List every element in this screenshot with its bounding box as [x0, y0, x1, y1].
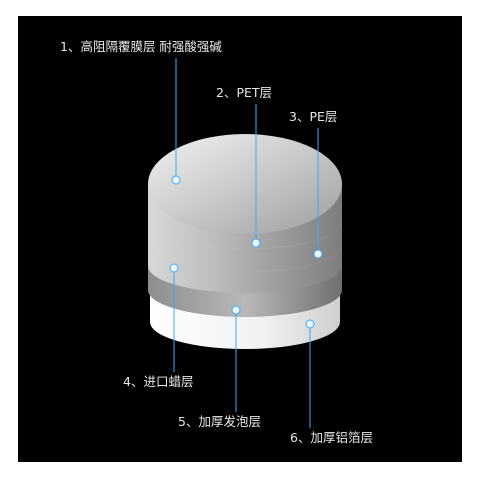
label-2: 2、PET层 [216, 85, 272, 100]
label-3: 3、PE层 [289, 109, 337, 124]
marker-dot-2 [251, 238, 261, 248]
label-4: 4、进口蜡层 [123, 374, 193, 389]
label-6: 6、加厚铝箔层 [290, 430, 373, 445]
marker-dot-4 [169, 263, 179, 273]
layer-1-top-disc [148, 134, 342, 234]
leader-lines [173, 58, 319, 428]
leader-dots [169, 175, 323, 329]
label-5: 5、加厚发泡层 [178, 414, 261, 429]
marker-dot-6 [305, 319, 315, 329]
label-1: 1、高阻隔覆膜层 耐强酸强碱 [60, 39, 222, 54]
marker-dot-5 [231, 305, 241, 315]
marker-dot-3 [313, 249, 323, 259]
marker-dot-1 [171, 175, 181, 185]
